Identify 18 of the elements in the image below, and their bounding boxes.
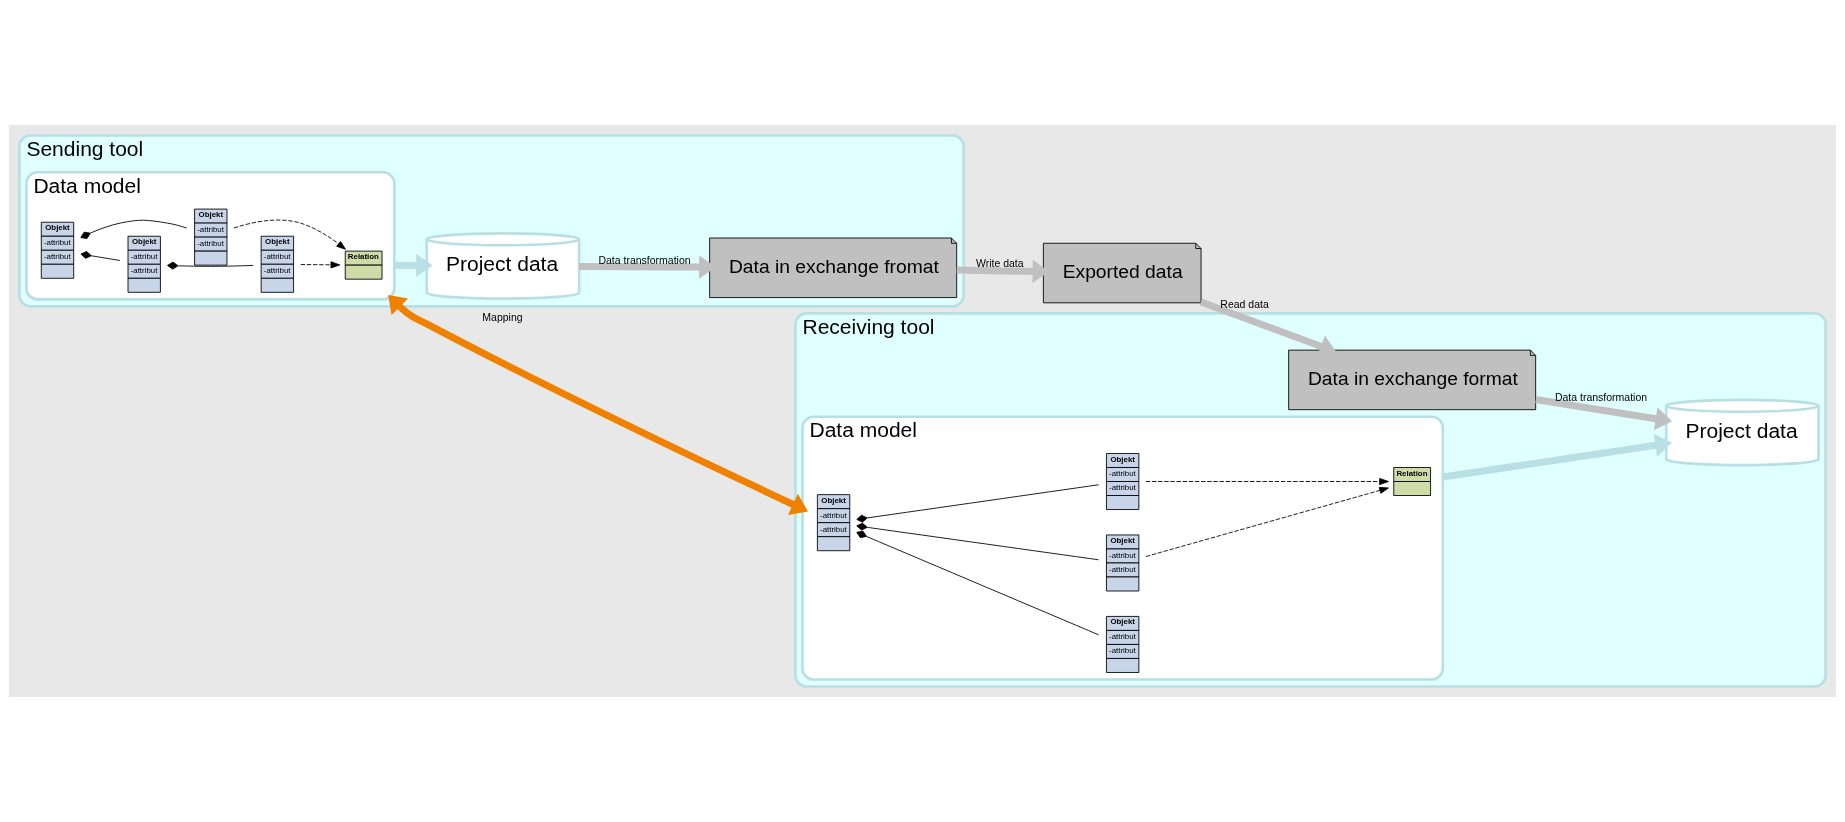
arrow — [1145, 486, 1389, 557]
arrow — [1145, 478, 1389, 485]
arrow — [1442, 433, 1672, 481]
arrow — [1535, 396, 1673, 431]
connector — [80, 251, 121, 261]
arrow — [300, 261, 341, 269]
arrow — [388, 295, 809, 515]
edge-label: Data transformation — [1554, 390, 1648, 403]
arrow — [394, 253, 433, 278]
connector — [856, 530, 1099, 636]
edge-label: Data transformation — [598, 253, 691, 266]
connector — [856, 522, 1099, 561]
edge-label: Read data — [1220, 297, 1269, 310]
edge-label: Write data — [975, 257, 1024, 270]
connector — [80, 219, 188, 239]
connector — [167, 261, 254, 270]
edge-label: Mapping — [482, 310, 523, 323]
connector — [856, 484, 1099, 523]
